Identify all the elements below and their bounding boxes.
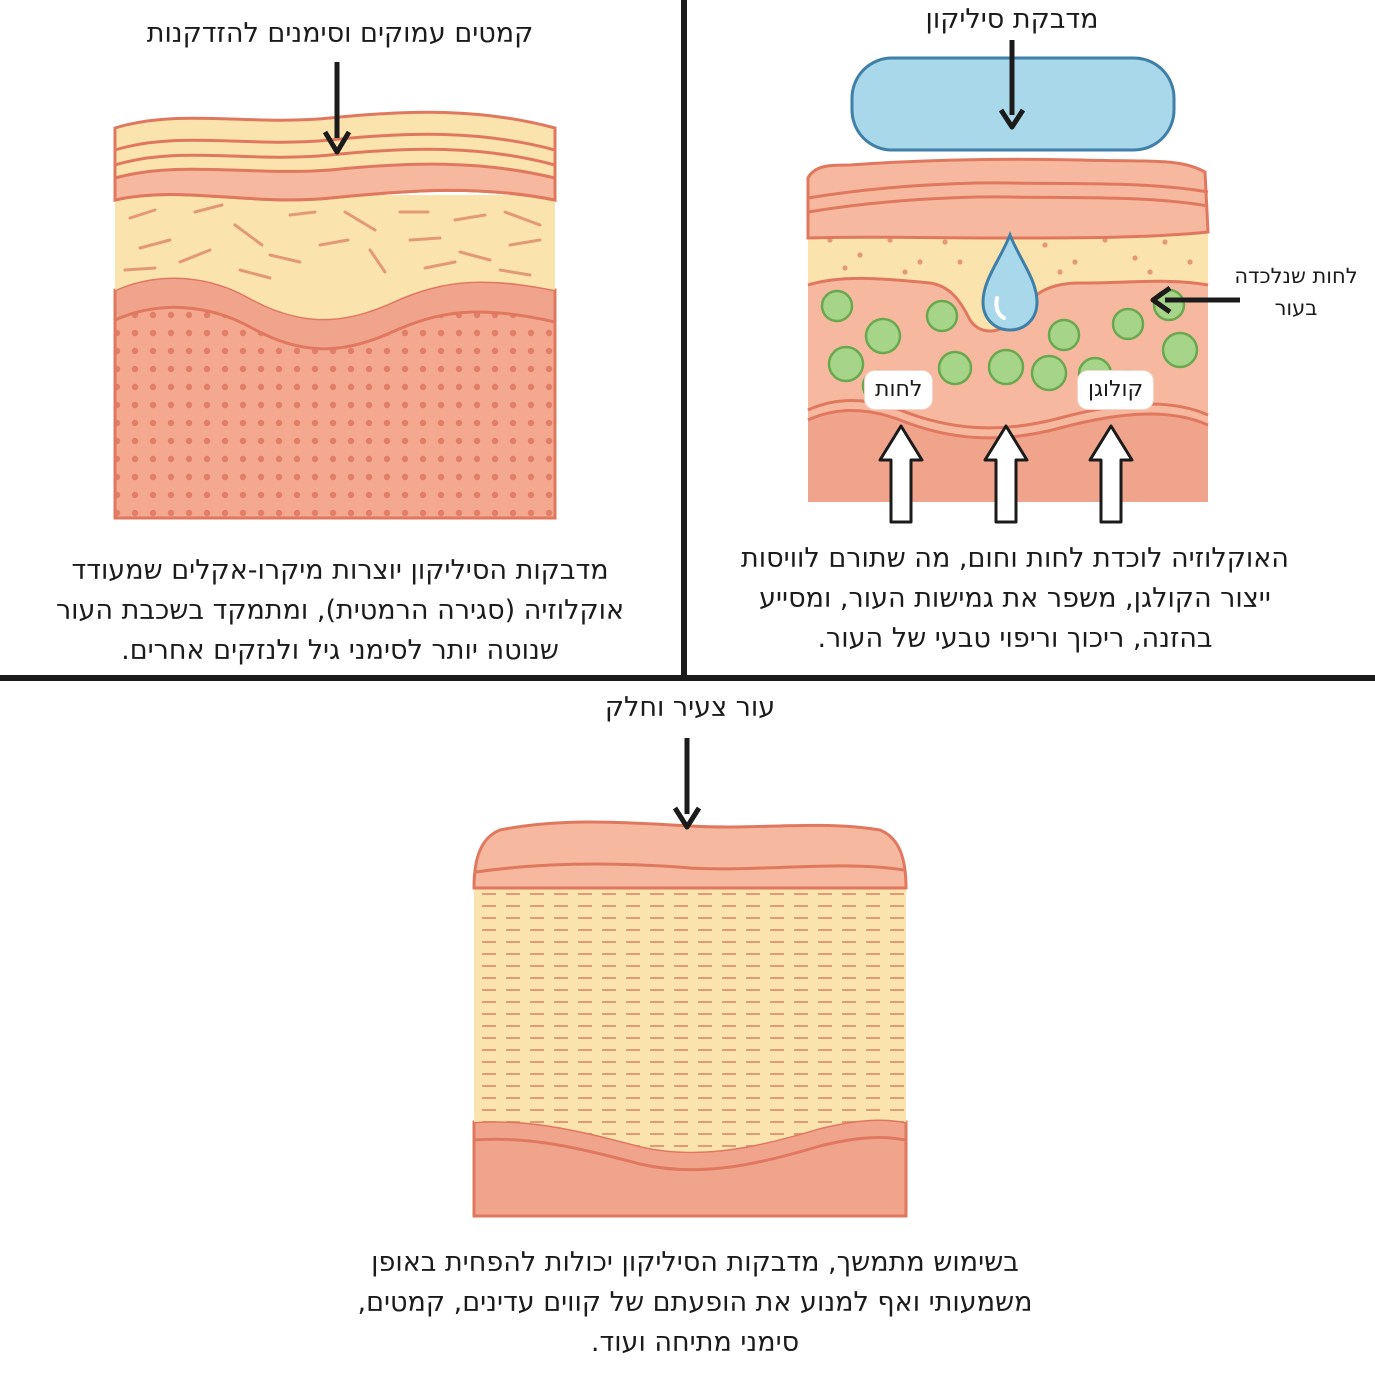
aging-caption: מדבקות הסיליקון יוצרות מיקרו-אקלים שמעוד… [55, 555, 625, 666]
young-surface [472, 820, 908, 890]
collagen-tag: קולוגן [1078, 371, 1154, 409]
horizontal-divider [0, 675, 1375, 681]
young-cream-layer [474, 885, 906, 1152]
aging-fibers [123, 203, 542, 280]
silicone-surface [806, 157, 1210, 240]
trapped-moisture-arrow [1150, 285, 1240, 315]
aging-skin-illustration [113, 62, 557, 520]
young-arrow [672, 738, 702, 830]
aging-cream-layer [115, 195, 555, 319]
silicone-caption: האוקלוזיה לוכדת לחות וחום, מה שתורם לווי… [741, 543, 1289, 654]
silicone-label: מדבקת סיליקון [925, 4, 1099, 35]
moisture-tag: לחות [865, 371, 933, 409]
young-caption: בשימוש מתמשך, מדבקות הסיליקון יכולות להפ… [357, 1247, 1033, 1358]
vertical-divider [681, 0, 687, 678]
patch-arrow [998, 40, 1026, 130]
trapped-moisture-label: לחות שנלכדה בעור [1234, 264, 1358, 320]
aging-border-band [113, 276, 557, 351]
aging-label: קמטים עמוקים וסימנים להזדקנות [146, 18, 534, 49]
aging-arrow [322, 62, 352, 155]
young-label: עור צעיר וחלק [604, 692, 776, 723]
up-arrows [878, 424, 1134, 524]
